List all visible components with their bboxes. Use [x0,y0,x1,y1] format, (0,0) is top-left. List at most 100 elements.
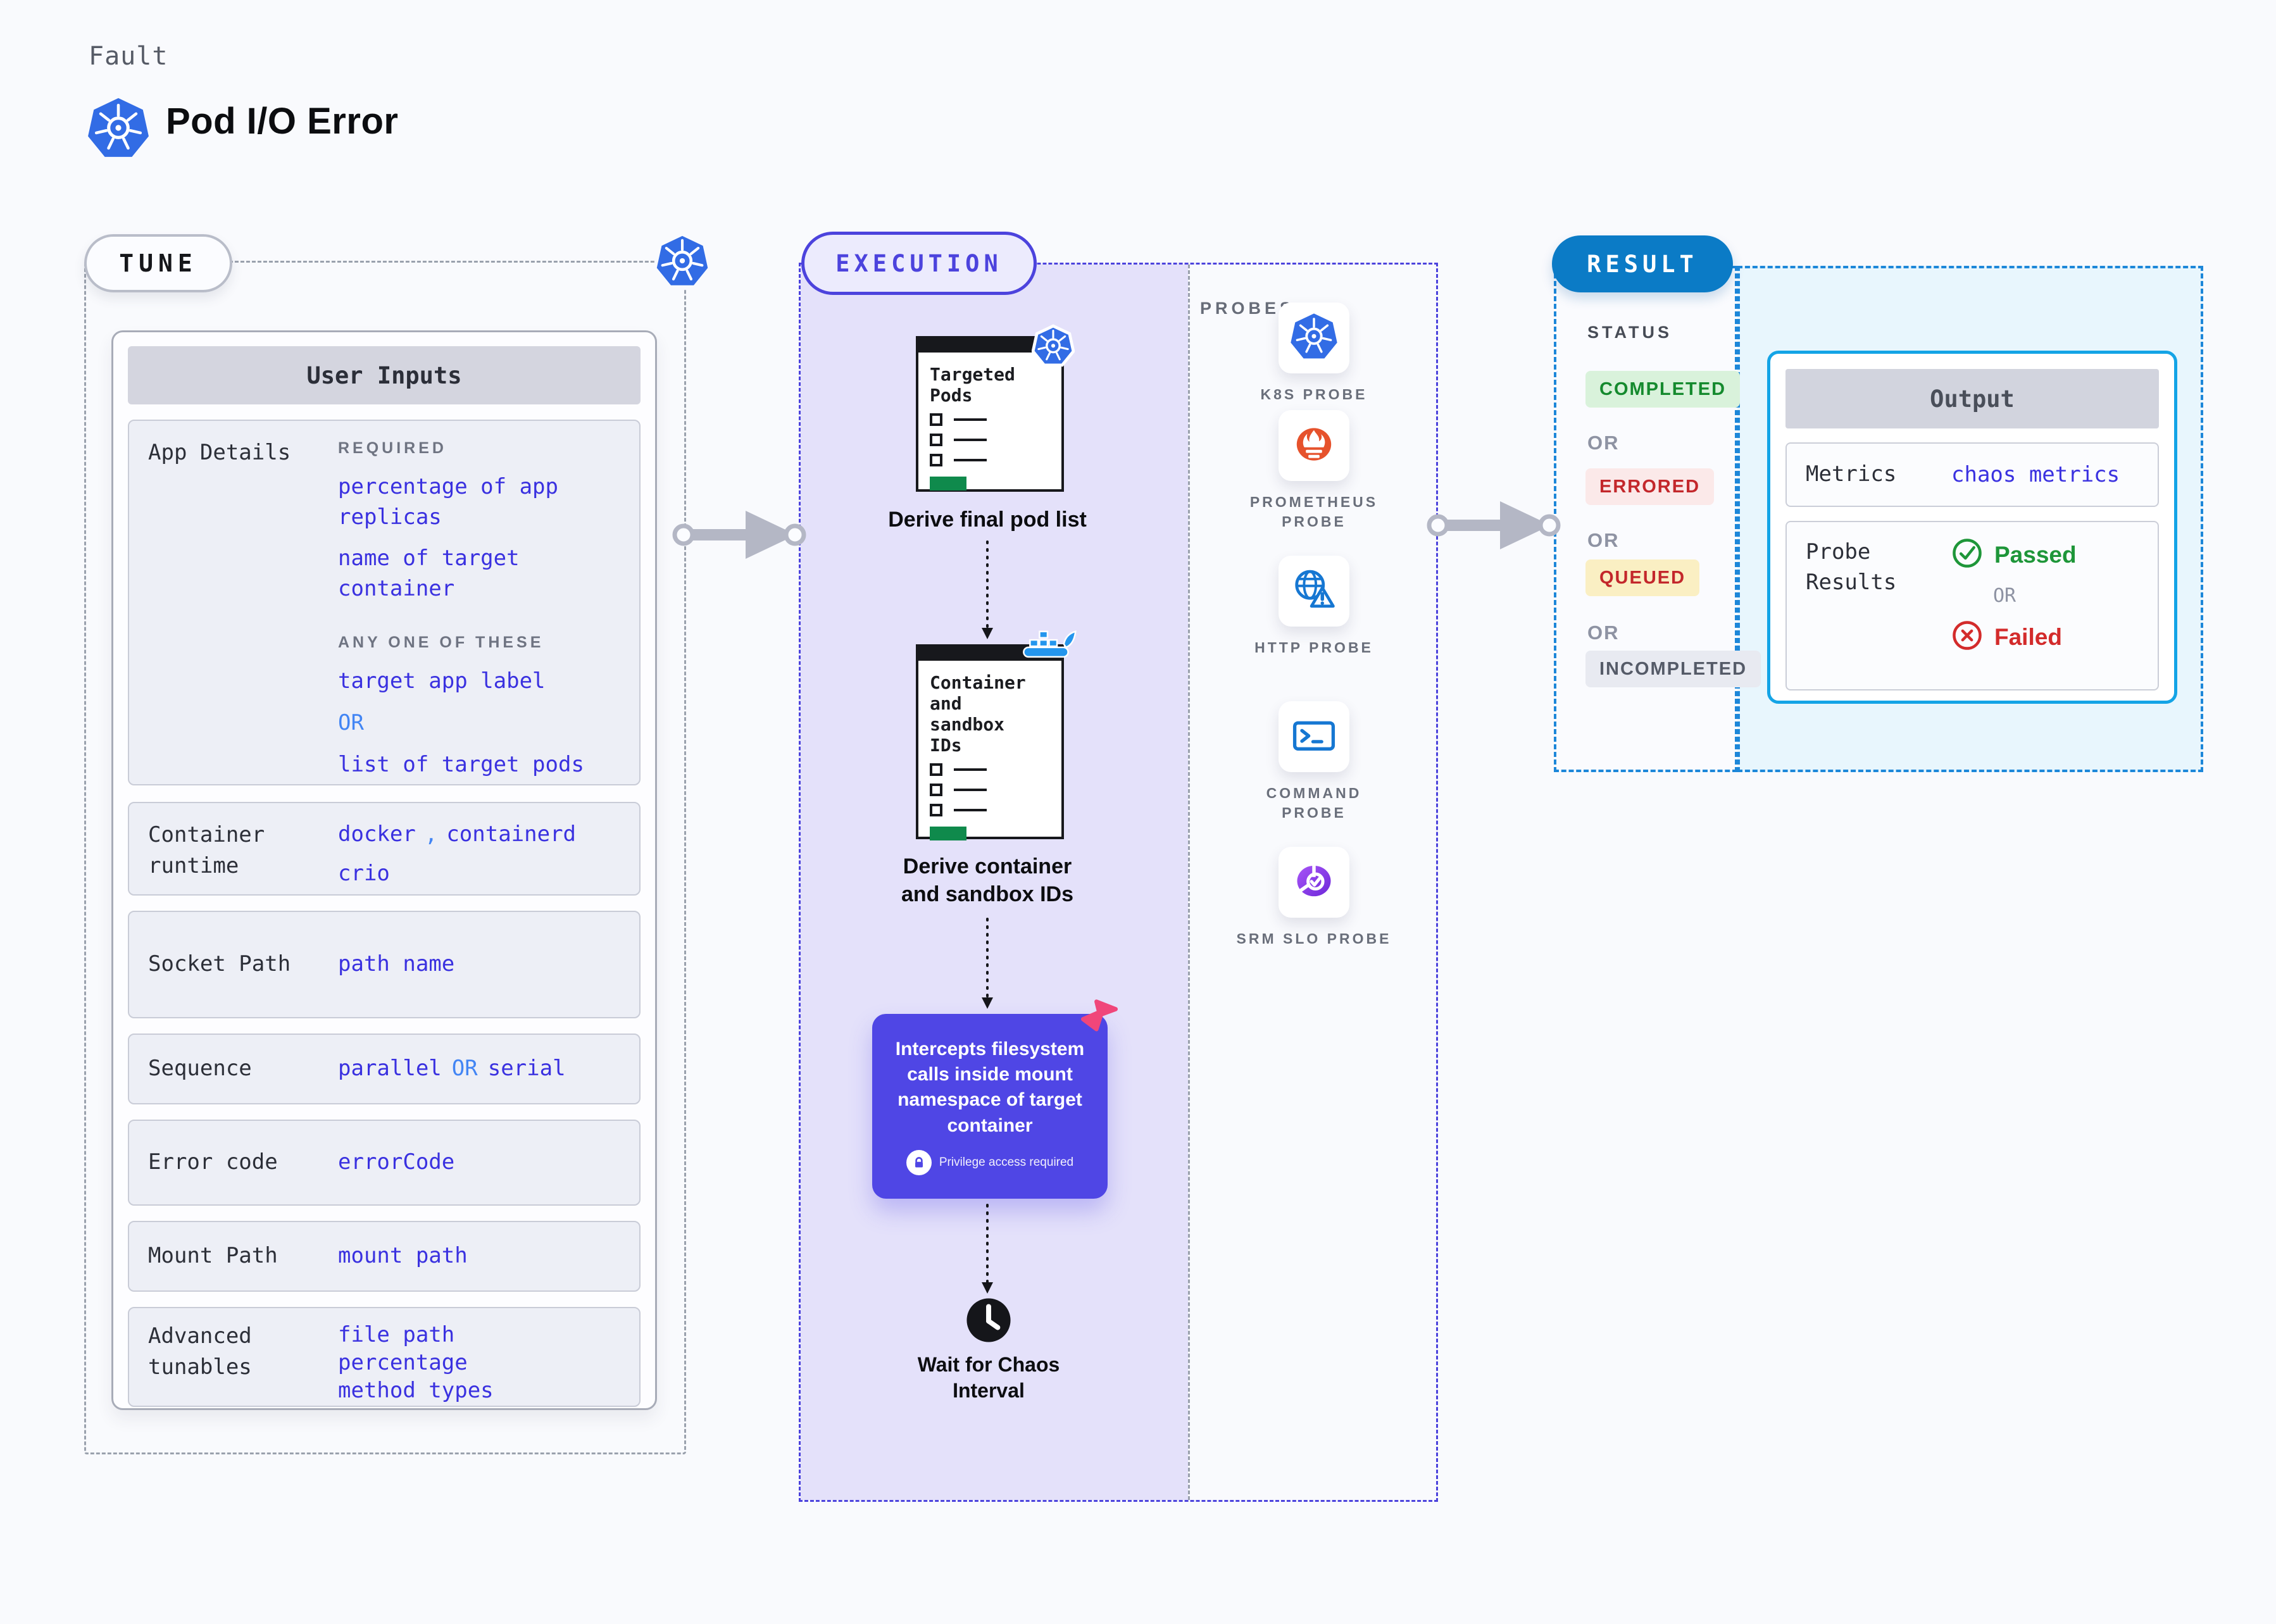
output-title: Output [1930,385,2015,413]
command-probe-label: COMMAND PROBE [1266,785,1362,821]
lock-icon [906,1149,932,1175]
tune-section-outline [84,261,686,1454]
k8s-probe-card [1279,303,1349,373]
checkbox-glyph [930,434,942,447]
command-probe-card [1279,701,1349,772]
link-name-of-target-container[interactable]: name of target container [338,546,520,601]
link-file-path[interactable]: file path [338,1322,455,1347]
checkbox-glyph [930,784,942,797]
execution-pill-label: EXECUTION [835,249,1003,277]
link-method-types[interactable]: method types [338,1378,494,1404]
http-probe-label: HTTP PROBE [1254,639,1373,656]
row-sequence: Sequence parallel OR serial [128,1034,641,1104]
page-title: Pod I/O Error [166,101,399,142]
privilege-note: Privilege access required [939,1155,1074,1169]
or-separator: OR [451,1056,478,1082]
prometheus-icon [1289,419,1339,473]
link-error-code[interactable]: errorCode [338,1149,455,1175]
link-target-app-label[interactable]: target app label [338,668,546,694]
chaos-logo-icon [1077,997,1119,1039]
link-serial[interactable]: serial [487,1056,566,1082]
probe-results-or: OR [1993,585,2017,607]
x-circle-icon [1951,620,1983,654]
k8s-probe-label: K8S PROBE [1260,386,1368,403]
link-percentage-of-app-replicas[interactable]: percentage of app replicas [338,474,558,530]
row-label-sequence: Sequence [148,1056,252,1082]
link-list-of-target-pods[interactable]: list of target pods [338,751,584,777]
container-sandbox-ids-title: Container and sandbox IDs [930,672,1026,756]
tune-section-pill: TUNE [84,234,232,292]
output-card: Output Metrics chaos metrics Probe Resul… [1767,351,2177,704]
link-parallel[interactable]: parallel [338,1056,442,1082]
link-chaos-metrics[interactable]: chaos metrics [1951,462,2120,487]
wait-for-chaos-caption: Wait for Chaos Interval [917,1353,1060,1402]
row-label-mount-path: Mount Path [148,1243,278,1269]
derive-pod-list-caption: Derive final pod list [888,508,1087,532]
prometheus-probe-card [1279,410,1349,481]
probe-results-label: Probe Results [1806,539,1897,595]
or-separator: OR [338,709,364,735]
link-percentage[interactable]: percentage [338,1350,468,1376]
any-one-heading: ANY ONE OF THESE [338,634,544,652]
status-badge-completed: COMPLETED [1585,371,1741,408]
status-or: OR [1587,432,1620,454]
row-error-code: Error code errorCode [128,1120,641,1206]
result-pill-label: RESULT [1587,250,1698,278]
targeted-pods-card: Targeted Pods [916,336,1064,492]
clock-icon [966,1297,1011,1343]
checkbox-glyph [930,413,942,427]
status-badge-queued: QUEUED [1585,559,1700,596]
kubernetes-icon [1289,311,1339,365]
status-or: OR [1587,621,1620,644]
link-crio[interactable]: crio [338,860,390,886]
progress-bar-glyph [930,827,966,841]
required-heading: REQUIRED [338,439,447,457]
http-globe-warning-icon [1289,565,1339,618]
probes-divider [1188,265,1190,1500]
flow-connector-arrow [982,1204,993,1294]
row-label-advanced-tunables: Advanced tunables [148,1323,252,1380]
srm-slo-probe-card [1279,847,1349,918]
row-advanced-tunables: Advanced tunables file path percentage m… [128,1307,641,1407]
result-section-pill: RESULT [1552,235,1733,292]
row-mount-path: Mount Path mount path [128,1221,641,1292]
link-docker[interactable]: docker [338,821,416,847]
derive-container-ids-caption: Derive container and sandbox IDs [901,854,1074,906]
kubernetes-icon [653,232,712,291]
prometheus-probe-label: PROMETHEUS PROBE [1249,494,1379,530]
list-line-glyph [954,789,987,792]
user-inputs-card: User Inputs App Details REQUIRED percent… [111,330,657,1410]
metrics-row: Metrics chaos metrics [1785,442,2159,507]
http-probe-card [1279,556,1349,627]
srm-slo-probe-label: SRM SLO PROBE [1236,930,1392,947]
row-container-runtime: Container runtime docker,containerd crio [128,802,641,896]
probe-results-row: Probe Results Passed OR [1785,521,2159,690]
status-or: OR [1587,529,1620,551]
execution-to-result-arrow [1427,501,1561,549]
check-circle-icon [1951,537,1983,572]
execution-section-pill: EXECUTION [801,232,1037,295]
container-sandbox-ids-card: Container and sandbox IDs [916,644,1064,841]
list-line-glyph [954,439,987,442]
tune-to-execution-arrow [672,511,806,559]
row-app-details: App Details REQUIRED percentage of app r… [128,420,641,785]
targeted-pods-title: Targeted Pods [930,364,1015,406]
status-badge-incompleted: INCOMPLETED [1585,651,1761,687]
passed-label: Passed [1994,541,2077,568]
link-path-name[interactable]: path name [338,951,455,977]
user-inputs-title: User Inputs [306,361,462,389]
list-line-glyph [954,809,987,812]
failed-label: Failed [1994,623,2062,650]
flow-connector-arrow [982,540,993,639]
list-line-glyph [954,459,987,462]
checkbox-glyph [930,763,942,777]
metrics-label: Metrics [1806,461,1897,487]
comma-separator: , [424,821,438,847]
kubernetes-icon [1031,324,1075,372]
link-containerd[interactable]: containerd [446,821,577,847]
link-mount-path[interactable]: mount path [338,1243,468,1269]
checkbox-glyph [930,804,942,817]
fault-eyebrow: Fault [89,42,168,71]
row-socket-path: Socket Path path name [128,911,641,1018]
